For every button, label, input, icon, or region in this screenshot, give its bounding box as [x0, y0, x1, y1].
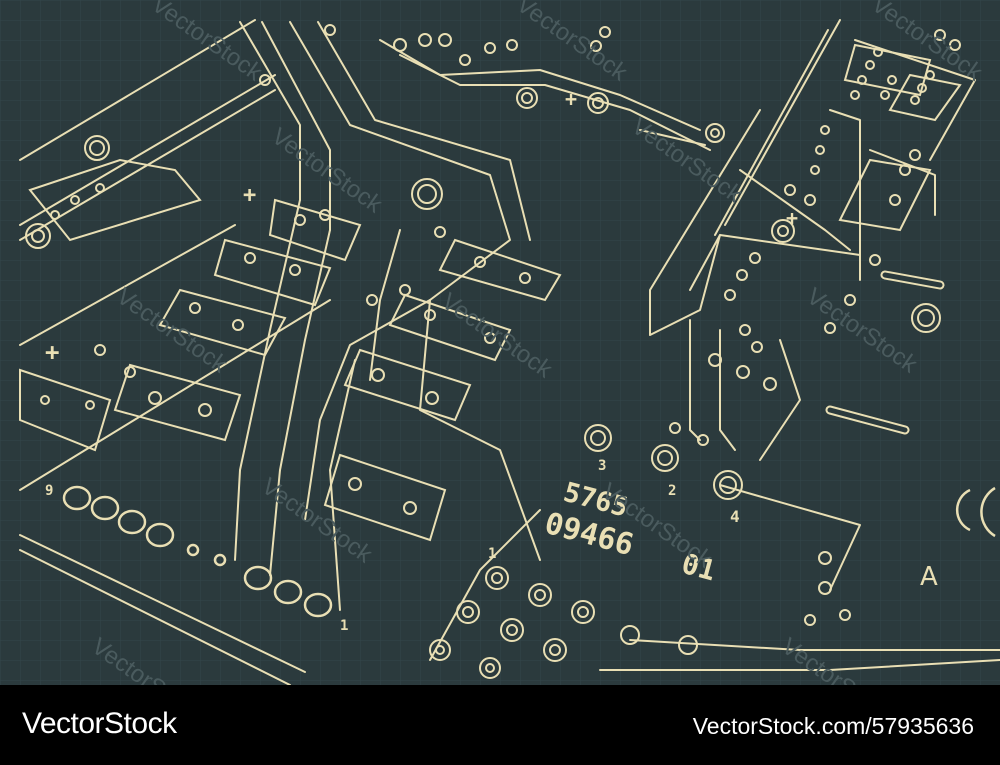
pin-label-1-connector: 1: [340, 618, 348, 634]
right-resistor-strip: [810, 29, 961, 175]
drill-holes: [25, 24, 941, 626]
pin-label-9: 9: [45, 483, 53, 499]
component-pads: [19, 43, 962, 542]
plus-label-top: +: [565, 87, 577, 111]
plus-label-right: +: [786, 206, 798, 230]
plus-label-upper: +: [243, 183, 256, 208]
vectorstock-brand: VectorStock: [22, 707, 177, 740]
letter-a-label: A: [920, 562, 938, 592]
footer-bar: VectorStock VectorStock.com/57935636: [0, 685, 1000, 765]
plus-label-left: +: [45, 338, 59, 366]
pcb-blueprint-illustration: 5765 09466 01 3 2 4 1 9 1 A + + + + Vect…: [0, 0, 1000, 685]
pin-label-1: 1: [488, 546, 496, 562]
image-id-url: VectorStock.com/57935636: [692, 713, 974, 739]
lower-pad-array: [429, 486, 996, 679]
pin-label-4: 4: [730, 507, 740, 526]
blueprint-grid: [0, 0, 1000, 685]
pin-label-2: 2: [668, 483, 676, 499]
connector-pin-row: [62, 485, 333, 618]
pin-label-3: 3: [598, 458, 606, 474]
circuit-traces: [19, 19, 1000, 685]
